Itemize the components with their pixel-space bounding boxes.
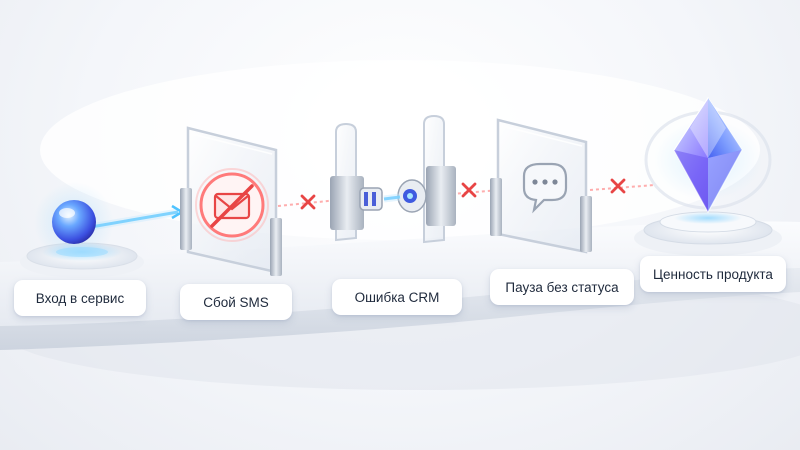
crystal-gem-icon xyxy=(634,96,782,256)
error-x-icon-3 xyxy=(610,178,626,194)
error-x-icon-1 xyxy=(300,194,316,210)
chat-bubble-icon xyxy=(490,118,592,254)
glowing-orb-icon xyxy=(20,182,144,278)
error-x-icon-2 xyxy=(461,182,477,198)
step-label-sms-failure: Сбой SMS xyxy=(180,284,292,320)
step-label-login: Вход в сервис xyxy=(14,280,146,316)
blocked-mail-icon xyxy=(180,126,282,276)
disconnected-plug-icon xyxy=(330,114,456,244)
step-label-pause-no-status: Пауза без статуса xyxy=(490,269,634,305)
step-label-product-value: Ценность продукта xyxy=(640,256,786,292)
step-label-crm-error: Ошибка CRM xyxy=(332,279,462,315)
